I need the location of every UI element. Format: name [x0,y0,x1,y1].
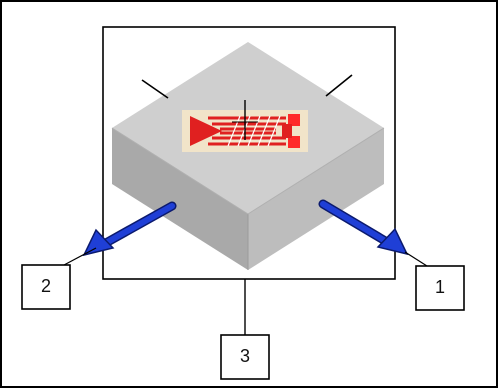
leader-line-1 [404,251,428,267]
gauge-right-pad-lower [288,136,300,148]
block-edge-top-left [111,127,249,215]
strain-gauge-icon [182,110,308,152]
block-left-face [112,128,248,270]
left-tick-line [141,79,169,99]
callout-3-label: 3 [240,346,250,366]
force-arrow-left-icon [82,201,177,257]
callout-2: 2 [21,264,71,310]
block-right-face [248,128,384,270]
isometric-block-icon [111,42,385,270]
gauge-left-tab [190,116,222,146]
callout-1: 1 [415,265,465,311]
inner-frame [102,26,396,280]
gauge-right-stem [282,124,292,138]
gauge-right-pad [288,114,300,126]
callout-2-label: 2 [41,276,51,296]
force-arrow-right-icon [318,199,409,256]
callout-3: 3 [220,334,270,380]
callout-1-label: 1 [435,277,445,297]
gauge-grid [208,116,286,146]
gauge-hatch [227,115,281,147]
right-tick-line [325,74,353,97]
leader-line-2 [63,247,97,266]
block-edge-top-right [247,127,385,215]
